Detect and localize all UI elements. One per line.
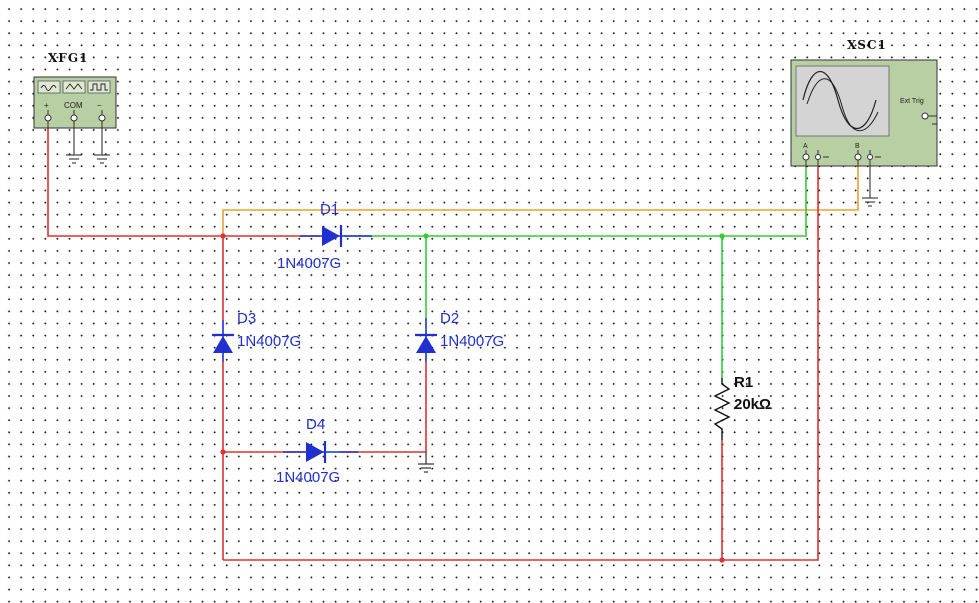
- wire-green-output[interactable]: [344, 167, 807, 378]
- oscilloscope-xsc1[interactable]: XSC1 Ext Trig A B: [790, 38, 938, 207]
- ext-trig-terminal[interactable]: [921, 112, 929, 120]
- xfg1-com-terminal[interactable]: [70, 114, 78, 122]
- d4-value-label: 1N4007G: [276, 469, 340, 486]
- d4-ref-label: D4: [306, 416, 325, 433]
- junction-dots: [220, 233, 725, 563]
- xfg1-com-label: COM: [64, 101, 83, 110]
- d1-ref-label: D1: [320, 201, 339, 218]
- junction-dot: [423, 233, 429, 239]
- xsc1-label: XSC1: [847, 38, 887, 52]
- junction-dot: [719, 557, 725, 563]
- xfg1-label: XFG1: [48, 51, 88, 65]
- d2-value-label: 1N4007G: [440, 333, 504, 350]
- d1-value-label: 1N4007G: [277, 255, 341, 272]
- channel-b-negative-terminal[interactable]: [867, 154, 873, 160]
- triangle-wave-button[interactable]: [62, 80, 86, 94]
- channel-a-positive-terminal[interactable]: [802, 153, 810, 161]
- xfg1-minus-terminal[interactable]: [98, 114, 106, 122]
- ext-trig-label: Ext Trig: [900, 98, 924, 105]
- sine-trace-icon: [802, 70, 877, 130]
- r1-value-label: 20kΩ: [734, 396, 771, 413]
- d2-ref-label: D2: [440, 310, 459, 327]
- xfg1-plus-label: +: [44, 101, 49, 110]
- wire-red-network[interactable]: [47, 128, 819, 561]
- d3-ref-label: D3: [237, 310, 256, 327]
- xfg1-ground-symbols: [66, 128, 110, 164]
- diode-d1[interactable]: [300, 225, 372, 247]
- channel-a-label: A: [803, 143, 808, 150]
- channel-b-positive-terminal[interactable]: [854, 153, 862, 161]
- function-generator-xfg1[interactable]: XFG1 + COM −: [33, 51, 117, 164]
- diode-d4[interactable]: [283, 441, 358, 463]
- ground-symbol: [418, 452, 434, 473]
- junction-dot: [220, 233, 226, 239]
- diode-d3[interactable]: [212, 320, 234, 362]
- resistor-r1[interactable]: [713, 378, 731, 440]
- xfg1-plus-terminal[interactable]: [44, 114, 52, 122]
- d3-value-label: 1N4007G: [237, 333, 301, 350]
- junction-dot: [220, 449, 226, 455]
- square-wave-button[interactable]: [87, 80, 111, 94]
- r1-ref-label: R1: [734, 374, 753, 391]
- channel-b-label: B: [855, 143, 860, 150]
- diode-d2[interactable]: [415, 318, 437, 362]
- junction-dot: [719, 233, 725, 239]
- channel-a-negative-terminal[interactable]: [815, 154, 821, 160]
- oscilloscope-screen: [795, 65, 890, 137]
- wire-channel-b[interactable]: [222, 167, 859, 238]
- sine-wave-button[interactable]: [37, 80, 61, 94]
- xsc1-ground-symbol: [862, 167, 878, 207]
- xfg1-minus-label: −: [97, 101, 102, 110]
